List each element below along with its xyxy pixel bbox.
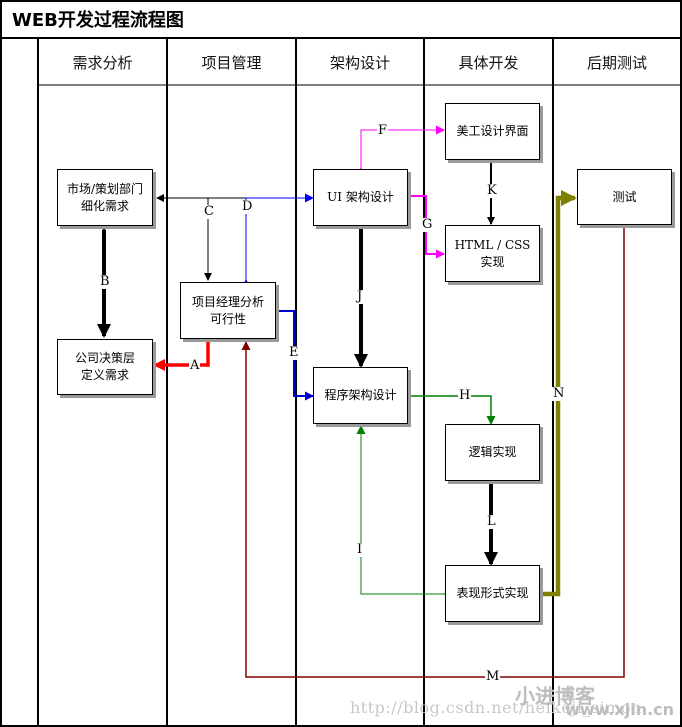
page-title: WEB开发过程流程图 (12, 10, 184, 31)
edge-label-b: B (99, 274, 111, 289)
lane-header-project-management: 项目管理 (201, 53, 262, 72)
node-logic-implementation[interactable]: 逻辑实现 (445, 424, 540, 481)
lane-header-requirements: 需求分析 (72, 53, 133, 72)
lane-header-architecture: 架构设计 (329, 53, 390, 72)
edge-f-connector (356, 125, 445, 176)
watermark-logo: 小进博客 (515, 684, 595, 708)
edge-label-d: D (241, 199, 254, 214)
node-html-css[interactable]: HTML / CSS 实现 (445, 225, 540, 282)
edge-label-a: A (189, 358, 201, 373)
edge-label-h: H (458, 388, 472, 403)
edge-label-i: I (356, 542, 364, 557)
lane-header-development: 具体开发 (458, 53, 519, 72)
lane-header-testing: 后期测试 (586, 53, 647, 72)
node-decision-layer[interactable]: 公司决策层 定义需求 (57, 339, 153, 395)
node-pm-analysis[interactable]: 项目经理分析 可行性 (180, 282, 276, 339)
node-ui-architecture[interactable]: UI 架构设计 (313, 169, 408, 226)
edge-label-n: N (552, 386, 566, 401)
edge-h-connector (401, 391, 496, 425)
edge-label-g: G (421, 217, 434, 232)
node-market-dept[interactable]: 市场/策划部门 细化需求 (57, 169, 153, 226)
edge-i-connector (356, 425, 452, 599)
edge-label-f: F (377, 123, 389, 138)
node-program-architecture[interactable]: 程序架构设计 (313, 367, 408, 424)
edge-label-l: L (486, 514, 497, 529)
node-presentation-implementation[interactable]: 表现形式实现 (445, 565, 540, 622)
edge-label-c: C (203, 204, 215, 219)
edge-label-m: M (485, 669, 501, 684)
edge-label-k: K (486, 183, 498, 198)
edge-a-connector (153, 331, 214, 371)
node-art-design[interactable]: 美工设计界面 (445, 103, 540, 160)
edge-m-connector (241, 226, 625, 678)
watermark-site: www.xjin.cn (565, 700, 675, 719)
edge-label-e: E (288, 345, 300, 360)
watermark-url: http://blog.csdn.net/heikeji_simon (350, 698, 642, 717)
edge-label-j: J (356, 289, 364, 304)
node-testing[interactable]: 测试 (577, 169, 672, 225)
